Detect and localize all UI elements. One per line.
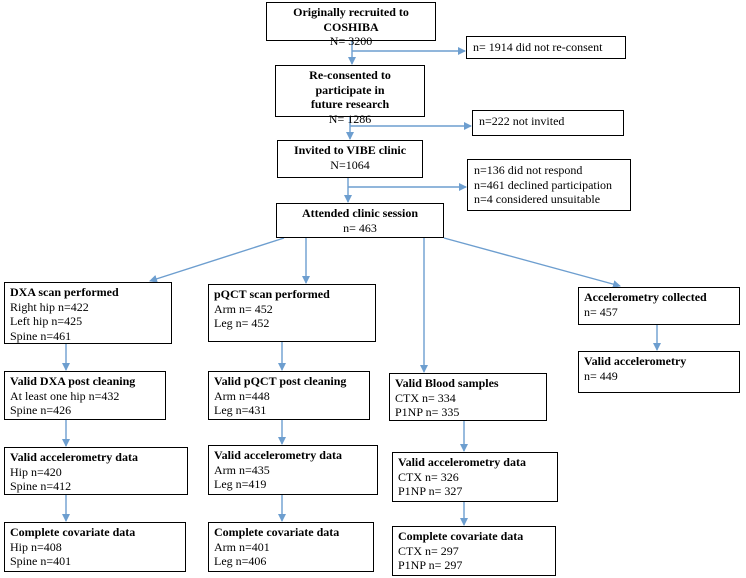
blood-cov-box: Complete covariate data CTX n= 297 P1NP … bbox=[392, 526, 556, 576]
blood-accel-ctx: CTX n= 326 bbox=[398, 469, 459, 484]
invited-count: N=1064 bbox=[330, 157, 370, 172]
dxa-cov-box: Complete covariate data Hip n=408 Spine … bbox=[4, 522, 186, 572]
dxa-box: DXA scan performed Right hip n=422 Left … bbox=[4, 282, 172, 344]
dxa-valid-box: Valid DXA post cleaning At least one hip… bbox=[4, 371, 166, 420]
not-invited-text: n=222 not invited bbox=[479, 114, 565, 128]
pqct-cov-leg: Leg n=406 bbox=[214, 554, 267, 568]
dxa-cov-spine: Spine n=401 bbox=[10, 554, 72, 568]
pqct-leg: Leg n= 452 bbox=[214, 316, 270, 330]
excluded-declined: n=461 declined participation bbox=[474, 177, 613, 192]
pqct-valid-arm: Arm n=448 bbox=[214, 388, 270, 403]
dxa-cov-hip: Hip n=408 bbox=[10, 539, 62, 554]
pqct-box: pQCT scan performed Arm n= 452 Leg n= 45… bbox=[208, 284, 376, 342]
reconsented-count: N= 1286 bbox=[328, 111, 372, 126]
not-invited-box: n=222 not invited bbox=[472, 110, 624, 136]
arrow-attended-to-dxa bbox=[149, 237, 285, 283]
dxa-left-hip: Left hip n=425 bbox=[10, 314, 83, 328]
dxa-title: DXA scan performed bbox=[10, 285, 119, 299]
pqct-cov-box: Complete covariate data Arm n=401 Leg n=… bbox=[208, 522, 374, 572]
dxa-accel-spine: Spine n=412 bbox=[10, 479, 72, 493]
blood-p1np: P1NP n= 335 bbox=[395, 405, 460, 419]
no-reconsent-box: n= 1914 did not re-consent bbox=[466, 36, 626, 59]
reconsented-title-line2: future research bbox=[310, 97, 390, 111]
pqct-accel-box: Valid accelerometry data Arm n=435 Leg n… bbox=[208, 445, 378, 495]
dxa-accel-hip: Hip n=420 bbox=[10, 464, 62, 479]
excluded-no-response: n=136 did not respond bbox=[474, 163, 583, 177]
pqct-arm: Arm n= 452 bbox=[214, 301, 273, 316]
dxa-right-hip: Right hip n=422 bbox=[10, 299, 89, 314]
attended-title: Attended clinic session bbox=[301, 206, 418, 220]
pqct-accel-title: Valid accelerometry data bbox=[214, 448, 342, 462]
reconsented-title-line1: Re-consented to participate in bbox=[309, 68, 391, 97]
accel-valid-box: Valid accelerometry n= 449 bbox=[578, 351, 740, 393]
dxa-valid-title: Valid DXA post cleaning bbox=[10, 374, 136, 388]
pqct-cov-arm: Arm n=401 bbox=[214, 539, 270, 554]
reconsented-box: Re-consented to participate in future re… bbox=[275, 65, 425, 126]
accel-box: Accelerometry collected n= 457 bbox=[578, 287, 740, 325]
pqct-cov-title: Complete covariate data bbox=[214, 525, 340, 539]
no-reconsent-text: n= 1914 did not re-consent bbox=[473, 40, 603, 54]
pqct-valid-box: Valid pQCT post cleaning Arm n=448 Leg n… bbox=[208, 371, 370, 420]
blood-title: Valid Blood samples bbox=[395, 376, 499, 390]
dxa-valid-hip: At least one hip n=432 bbox=[10, 388, 120, 403]
invited-title: Invited to VIBE clinic bbox=[293, 143, 407, 157]
accel-title: Accelerometry collected bbox=[584, 290, 707, 304]
accel-valid-title: Valid accelerometry bbox=[584, 354, 687, 368]
recruited-count: N= 3200 bbox=[329, 34, 373, 48]
attended-box: Attended clinic session n= 463 bbox=[276, 203, 444, 238]
blood-cov-title: Complete covariate data bbox=[398, 529, 524, 543]
attended-count: n= 463 bbox=[343, 220, 377, 235]
pqct-title: pQCT scan performed bbox=[214, 287, 330, 301]
blood-ctx: CTX n= 334 bbox=[395, 390, 456, 405]
recruited-title: Originally recruited to COSHIBA bbox=[293, 5, 409, 34]
dxa-spine: Spine n=461 bbox=[10, 328, 72, 343]
pqct-accel-arm: Arm n=435 bbox=[214, 462, 270, 477]
arrow-attended-to-accel bbox=[443, 237, 621, 289]
blood-accel-title: Valid accelerometry data bbox=[398, 455, 526, 469]
accel-valid-count: n= 449 bbox=[584, 368, 618, 383]
blood-cov-p1np: P1NP n= 297 bbox=[398, 558, 463, 572]
dxa-cov-title: Complete covariate data bbox=[10, 525, 136, 539]
blood-accel-p1np: P1NP n= 327 bbox=[398, 484, 463, 498]
blood-accel-box: Valid accelerometry data CTX n= 326 P1NP… bbox=[392, 452, 558, 502]
invited-box: Invited to VIBE clinic N=1064 bbox=[277, 140, 423, 178]
pqct-accel-leg: Leg n=419 bbox=[214, 477, 267, 491]
dxa-accel-box: Valid accelerometry data Hip n=420 Spine… bbox=[4, 447, 188, 495]
blood-cov-ctx: CTX n= 297 bbox=[398, 543, 459, 558]
excluded-box: n=136 did not respond n=461 declined par… bbox=[467, 159, 631, 211]
dxa-valid-spine: Spine n=426 bbox=[10, 403, 72, 417]
pqct-valid-title: Valid pQCT post cleaning bbox=[214, 374, 347, 388]
pqct-valid-leg: Leg n=431 bbox=[214, 403, 267, 417]
blood-box: Valid Blood samples CTX n= 334 P1NP n= 3… bbox=[389, 373, 547, 421]
excluded-unsuitable: n=4 considered unsuitable bbox=[474, 192, 601, 206]
dxa-accel-title: Valid accelerometry data bbox=[10, 450, 138, 464]
accel-count: n= 457 bbox=[584, 304, 618, 319]
recruited-box: Originally recruited to COSHIBA N= 3200 bbox=[266, 2, 436, 48]
